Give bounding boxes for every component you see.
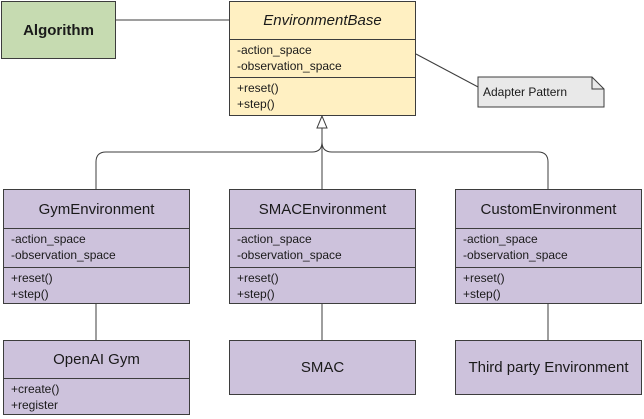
method: +reset() [237,271,279,285]
class-methods: +create() +register [4,379,189,413]
class-methods: +reset() +step() [456,268,641,302]
class-attributes: -action_space -observation_space [4,229,189,268]
adapter-pattern-note: Adapter Pattern [483,85,568,99]
method: +reset() [463,271,505,285]
third-party-environment-box[interactable]: Third party Environment [455,340,642,395]
inheritance-line-custom [321,128,549,189]
custom-environment-class[interactable]: CustomEnvironment -action_space -observa… [455,189,642,304]
attribute: -observation_space [237,248,342,262]
method: +reset() [237,81,279,95]
method: +reset() [11,271,53,285]
class-title: OpenAI Gym [4,341,189,379]
environment-base-methods: +reset() +step() [230,78,415,112]
attribute: -action_space [237,43,312,57]
class-attributes: -action_space -observation_space [230,229,415,268]
inheritance-line-gym [95,128,323,189]
attribute: -action_space [237,232,312,246]
gym-environment-class[interactable]: GymEnvironment -action_space -observatio… [3,189,190,304]
attribute: -observation_space [11,248,116,262]
method: +step() [11,287,49,301]
attribute: -action_space [11,232,86,246]
class-attributes: -action_space -observation_space [456,229,641,268]
third-party-label: Third party Environment [468,359,629,376]
method: +step() [463,287,501,301]
openai-gym-class[interactable]: OpenAI Gym +create() +register [3,340,190,415]
attribute: -observation_space [463,248,568,262]
algorithm-box[interactable]: Algorithm [1,1,116,59]
inheritance-triangle-icon [316,114,328,129]
class-title: CustomEnvironment [456,190,641,229]
attribute: -action_space [463,232,538,246]
class-title: GymEnvironment [4,190,189,229]
method: +step() [237,287,275,301]
environment-base-class[interactable]: EnvironmentBase -action_space -observati… [229,1,416,116]
algorithm-label: Algorithm [23,21,94,39]
environment-base-attributes: -action_space -observation_space [230,40,415,78]
class-methods: +reset() +step() [4,268,189,302]
smac-environment-class[interactable]: SMACEnvironment -action_space -observati… [229,189,416,304]
class-methods: +reset() +step() [230,268,415,302]
smac-box[interactable]: SMAC [229,340,416,395]
environment-base-title: EnvironmentBase [230,2,415,40]
class-title: SMACEnvironment [230,190,415,229]
note-anchor-link [415,53,481,89]
attribute: -observation_space [237,59,342,73]
method: +step() [237,97,275,111]
method: +register [11,398,59,412]
smac-label: SMAC [300,359,345,376]
method: +create() [11,382,60,396]
